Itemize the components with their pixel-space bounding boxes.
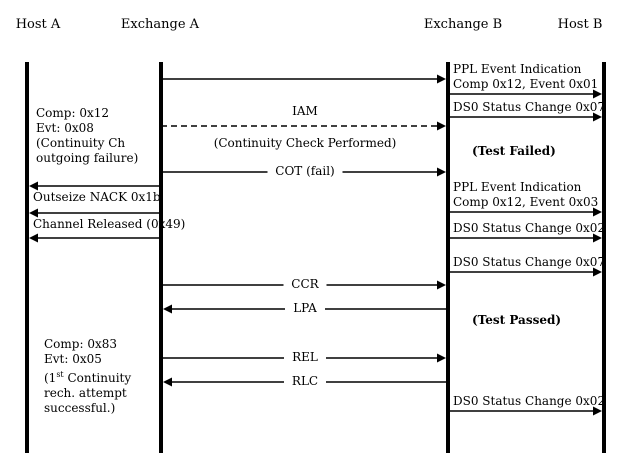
note-host-a-retest-superscript: st <box>56 370 64 379</box>
message-label-m7: PPL Event Indication <box>453 180 582 194</box>
message-label-m6: Outseize NACK 0x1b <box>33 190 161 204</box>
message-sublabel-m4: (Continuity Check Performed) <box>213 136 397 150</box>
arrowhead-m3 <box>593 112 602 122</box>
arrowhead-m10 <box>29 233 38 243</box>
message-label-m12: CCR <box>291 277 319 291</box>
lifeline-exchange-a <box>159 62 163 453</box>
message-label-m16: DS0 Status Change 0x02 <box>453 394 606 408</box>
lifeline-host-a <box>25 62 29 453</box>
message-label-m3: DS0 Status Change 0x07 <box>453 100 606 114</box>
message-label-m13: LPA <box>293 301 317 315</box>
arrowhead-m11 <box>593 267 602 277</box>
note-test-failed-line-0: (Test Failed) <box>472 144 556 158</box>
label-gap-m13 <box>285 307 325 311</box>
note-host-a-retest-line-3: rech. attempt <box>44 386 127 400</box>
message-label-m15: RLC <box>291 374 319 388</box>
note-test-failed: (Test Failed) <box>472 144 556 159</box>
lifeline-header-host-a: Host A <box>15 17 61 32</box>
arrowhead-m15 <box>163 377 172 387</box>
message-label-m2: PPL Event Indication <box>453 62 582 76</box>
note-host-a-fail-line-3: outgoing failure) <box>36 151 139 165</box>
message-label-m8: Channel Released (0x49) <box>33 217 186 231</box>
note-host-a-fail-line-1: Evt: 0x08 <box>36 121 94 135</box>
lifeline-header-exchange-b: Exchange B <box>423 17 503 32</box>
label-gap-m15 <box>284 380 326 384</box>
note-host-a-retest-line-0: Comp: 0x83 <box>44 337 117 351</box>
lifeline-exchange-b <box>446 62 450 453</box>
message-label-m9: DS0 Status Change 0x02 <box>453 221 606 235</box>
note-host-a-fail-line-0: Comp: 0x12 <box>36 106 109 120</box>
message-label2-m2: Comp 0x12, Event 0x01 <box>453 77 599 91</box>
arrowhead-m16 <box>593 406 602 416</box>
arrowhead-m8 <box>29 208 38 218</box>
arrowhead-m7 <box>593 207 602 217</box>
arrowhead-m9 <box>593 233 602 243</box>
message-label-m5: COT (fail) <box>275 164 335 178</box>
label-gap-m14 <box>284 356 326 360</box>
lifeline-header-exchange-a: Exchange A <box>120 17 200 32</box>
arrowhead-m6 <box>29 181 38 191</box>
arrowhead-m1 <box>437 74 446 84</box>
note-host-a-retest-line-1: Evt: 0x05 <box>44 352 102 366</box>
message-label2-m7: Comp 0x12, Event 0x03 <box>453 195 599 209</box>
note-test-passed: (Test Passed) <box>472 313 561 328</box>
arrowhead-m5 <box>437 167 446 177</box>
arrowhead-m14 <box>437 353 446 363</box>
label-gap-m12 <box>283 283 327 287</box>
note-host-a-fail-line-2: (Continuity Ch <box>36 136 126 150</box>
arrowhead-m13 <box>163 304 172 314</box>
lifeline-host-b <box>602 62 606 453</box>
lifeline-header-host-b: Host B <box>557 17 603 32</box>
note-host-a-retest-line-4: successful.) <box>44 401 116 415</box>
note-host-a-retest-line-2: (1st Continuity <box>44 370 132 385</box>
message-label-m4: IAM <box>292 104 318 118</box>
message-label-m14: REL <box>292 350 318 364</box>
label-gap-m5 <box>267 170 343 174</box>
message-label-m11: DS0 Status Change 0x07 <box>453 255 606 269</box>
arrowhead-m2 <box>593 89 602 99</box>
arrowhead-m12 <box>437 280 446 290</box>
arrowhead-m4 <box>437 121 446 131</box>
note-test-passed-line-0: (Test Passed) <box>472 313 562 327</box>
